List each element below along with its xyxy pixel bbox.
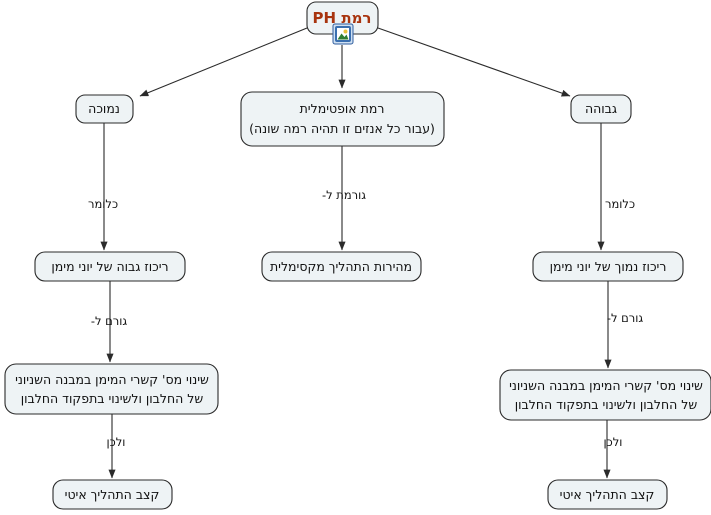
- node-root[interactable]: רמת PH: [306, 1, 379, 35]
- node-optimal-label-line2: (עבור כל אנזים זו תהיה רמה שונה): [249, 121, 435, 136]
- node-opt-speed-label: מהירות התהליך מקסימלית: [270, 259, 412, 274]
- edge-root-high: [377, 27, 571, 97]
- node-low-conc-label: ריכוז גבוה של יוני מימן: [51, 259, 168, 274]
- node-optimal-label-line1: רמת אופטימלית: [300, 101, 385, 116]
- edge-highbonds-to-rate: ולכן: [603, 420, 623, 479]
- edge-label-high-to-conc: כלומר: [605, 197, 635, 211]
- image-icon[interactable]: [332, 23, 354, 45]
- edge-optimal-to-speed: גורמת ל-: [322, 146, 366, 251]
- edge-label-low-to-conc: כלומר: [88, 197, 118, 211]
- node-high-bonds[interactable]: שינוי מס' קשרי המימן במבנה השניוני של הח…: [499, 369, 711, 421]
- node-low-rate[interactable]: קצב התהליך איטי: [52, 479, 173, 510]
- node-high[interactable]: גבוהה: [570, 94, 632, 124]
- edge-lowbonds-to-rate: ולכן: [107, 414, 126, 479]
- node-high-conc-label: ריכוז נמוך של יוני מימן: [550, 259, 667, 274]
- node-opt-speed[interactable]: מהירות התהליך מקסימלית: [261, 251, 422, 282]
- node-root-label: רמת PH: [313, 9, 372, 27]
- node-low-bonds[interactable]: שינוי מס' קשרי המימן במבנה השניוני של הח…: [4, 363, 219, 415]
- edge-label-optimal-to-speed: גורמת ל-: [322, 188, 366, 202]
- node-low-bonds-label-line2: של החלבון ולשינוי בתפקוד החלבון: [21, 391, 204, 406]
- node-low[interactable]: נמוכה: [75, 94, 134, 124]
- edge-label-highbonds-to-rate: ולכן: [604, 435, 623, 449]
- edge-high-to-conc: כלומר: [597, 123, 635, 251]
- edge-lowconc-to-bonds: גורם ל-: [91, 281, 128, 363]
- node-low-rate-label: קצב התהליך איטי: [65, 487, 160, 502]
- node-optimal[interactable]: רמת אופטימלית (עבור כל אנזים זו תהיה רמה…: [240, 91, 445, 147]
- edge-label-lowconc-to-bonds: גורם ל-: [91, 314, 128, 328]
- node-high-rate[interactable]: קצב התהליך איטי: [547, 479, 668, 510]
- edge-label-lowbonds-to-rate: ולכן: [107, 435, 126, 449]
- edge-label-highconc-to-bonds: גורם ל-: [607, 311, 644, 325]
- edge-low-to-conc: כלומר: [88, 123, 118, 251]
- node-high-bonds-label-line1: שינוי מס' קשרי המימן במבנה השניוני: [509, 378, 703, 393]
- node-high-label: גבוהה: [585, 101, 617, 116]
- node-low-bonds-label-line1: שינוי מס' קשרי המימן במבנה השניוני: [15, 372, 209, 387]
- node-high-rate-label: קצב התהליך איטי: [560, 487, 655, 502]
- node-high-bonds-label-line2: של החלבון ולשינוי בתפקוד החלבון: [515, 397, 698, 412]
- node-low-label: נמוכה: [88, 101, 120, 116]
- node-low-conc[interactable]: ריכוז גבוה של יוני מימן: [34, 251, 186, 282]
- edge-root-low: [139, 27, 308, 97]
- edge-highconc-to-bonds: גורם ל-: [604, 281, 644, 369]
- node-high-conc[interactable]: ריכוז נמוך של יוני מימן: [532, 251, 684, 282]
